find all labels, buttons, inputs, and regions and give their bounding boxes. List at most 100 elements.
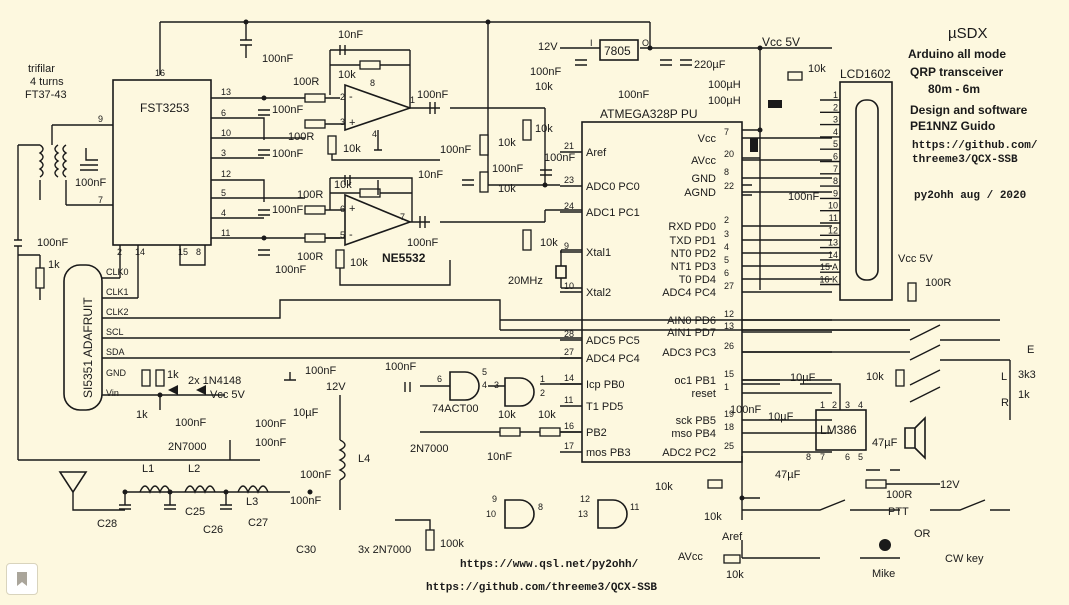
svg-text:2N7000: 2N7000: [410, 443, 449, 455]
svg-text:Vcc 5V: Vcc 5V: [762, 35, 800, 49]
mcu-pin-label: ADC4 PC4: [662, 287, 716, 299]
svg-text:100nF: 100nF: [255, 418, 286, 430]
svg-text:80m - 6m: 80m - 6m: [928, 82, 980, 96]
mcu-pin-label: Xtal2: [586, 287, 611, 299]
fst3253-label: FST3253: [140, 101, 190, 115]
svg-text:10k: 10k: [498, 409, 516, 421]
mcu-pin-number: 13: [724, 321, 734, 331]
mcu-pin-number: 18: [724, 422, 734, 432]
mcu-pin-label: ADC0 PC0: [586, 181, 640, 193]
svg-text:4: 4: [372, 129, 377, 139]
bookmark-button[interactable]: [6, 563, 38, 595]
mcu-pin-label: Xtal1: [586, 247, 611, 259]
svg-text:7: 7: [820, 452, 825, 462]
i2c-and-clock-lines: 1k 1k 2x 1N4148 Vcc 5V 100nF 100nF: [102, 277, 1000, 429]
svg-text:100R: 100R: [886, 489, 912, 501]
svg-text:QRP transceiver: QRP transceiver: [910, 65, 1003, 79]
mcu-pin-number: 27: [564, 347, 574, 357]
svg-text:100nF: 100nF: [417, 89, 448, 101]
svg-text:L3: L3: [246, 496, 258, 508]
mcu-pin-number: 12: [724, 309, 734, 319]
svg-text:6: 6: [845, 452, 850, 462]
svg-text:11: 11: [221, 228, 230, 238]
mcu-pin-number: 16: [564, 421, 574, 431]
fst-bypass-caps: 100nF 100nF 100nF 100nF 100nF: [240, 39, 306, 276]
svg-text:100nF: 100nF: [175, 417, 206, 429]
svg-text:10k: 10k: [350, 257, 368, 269]
svg-text:Mike: Mike: [872, 568, 895, 580]
svg-text:CW key: CW key: [945, 553, 984, 565]
logic-label: 74ACT00: [432, 403, 478, 415]
svg-text:10k: 10k: [704, 511, 722, 523]
svg-text:3: 3: [340, 117, 345, 127]
svg-text:100R: 100R: [297, 189, 323, 201]
svg-text:10k: 10k: [540, 237, 558, 249]
svg-text:10nF: 10nF: [338, 29, 363, 41]
mcu-pin-label: PB2: [586, 427, 607, 439]
page-title: µSDX: [948, 25, 988, 42]
svg-text:5: 5: [482, 367, 487, 377]
mcu-pin-label: GND: [692, 173, 717, 185]
svg-text:100nF: 100nF: [544, 152, 575, 164]
footer-link-github: https://github.com/threeme3/QCX-SSB: [426, 582, 657, 594]
svg-text:C30: C30: [296, 544, 316, 556]
svg-text:Aref: Aref: [722, 531, 743, 543]
rf-transformer: trifilar 4 turns FT37-43 100nF 100nF 1k: [14, 63, 113, 460]
svg-text:100nF: 100nF: [272, 104, 303, 116]
svg-text:R: R: [1001, 397, 1009, 409]
svg-text:6: 6: [221, 108, 226, 118]
svg-text:10k: 10k: [498, 137, 516, 149]
mcu-pin-label: sck PB5: [676, 415, 716, 427]
svg-text:100nF: 100nF: [290, 495, 321, 507]
mcu-pin-label: ADC5 PC5: [586, 335, 640, 347]
svg-text:1: 1: [820, 400, 825, 410]
mcu-pin-number: 25: [724, 441, 734, 451]
svg-text:1k: 1k: [1018, 389, 1030, 401]
svg-text:L2: L2: [188, 463, 200, 475]
mcu-pin-number: 17: [564, 441, 574, 451]
svg-text:100R: 100R: [297, 251, 323, 263]
lcd-label: LCD1602: [840, 67, 891, 81]
svg-text:10k: 10k: [498, 183, 516, 195]
svg-text:47µF: 47µF: [872, 437, 898, 449]
svg-text:I: I: [590, 38, 593, 48]
svg-text:PTT: PTT: [888, 506, 909, 518]
svg-text:100nF: 100nF: [272, 148, 303, 160]
svg-text:100k: 100k: [440, 538, 464, 550]
svg-text:7805: 7805: [604, 44, 631, 58]
svg-text:7: 7: [400, 212, 405, 222]
mcu-pin-label: oc1 PB1: [674, 375, 716, 387]
svg-text:12V: 12V: [326, 381, 346, 393]
lcd-pin-label: 16 K: [819, 275, 838, 285]
svg-text:C26: C26: [203, 524, 223, 536]
svg-text:100nF: 100nF: [618, 89, 649, 101]
svg-text:100µH: 100µH: [708, 79, 741, 91]
si5351-pin-label: Vin: [106, 388, 119, 398]
mcu-pin-number: 2: [724, 215, 729, 225]
mcu-pin-label: ADC3 PC3: [662, 347, 716, 359]
mcu-pin-label: RXD PD0: [668, 221, 716, 233]
svg-text:4 turns: 4 turns: [30, 76, 64, 88]
si5351-pin-label: GND: [106, 368, 127, 378]
si5351-module: SI5351 ADAFRUIT: [63, 264, 103, 411]
svg-text:100nF: 100nF: [385, 361, 416, 373]
svg-text:L1: L1: [142, 463, 154, 475]
svg-text:AVcc: AVcc: [678, 551, 703, 563]
svg-text:100nF: 100nF: [255, 437, 286, 449]
svg-text:3: 3: [494, 380, 499, 390]
svg-text:100R: 100R: [925, 277, 951, 289]
mcu-pin-number: 23: [564, 175, 574, 185]
junction-dots: [122, 19, 763, 501]
mcu-analog-inputs: 10k 10k 10k 10k 10k 100nF 100nF 100nF 10…: [440, 66, 582, 289]
lcd-pin-label: 1: [833, 90, 838, 100]
mcu-pin-label: T0 PD4: [679, 274, 716, 286]
svg-text:100nF: 100nF: [37, 237, 68, 249]
mcu-pin-number: 8: [724, 167, 729, 177]
svg-text:5: 5: [858, 452, 863, 462]
svg-text:+: +: [349, 203, 355, 215]
mcu-pin-number: 11: [564, 395, 573, 405]
svg-text:PE1NNZ Guido: PE1NNZ Guido: [910, 119, 995, 133]
